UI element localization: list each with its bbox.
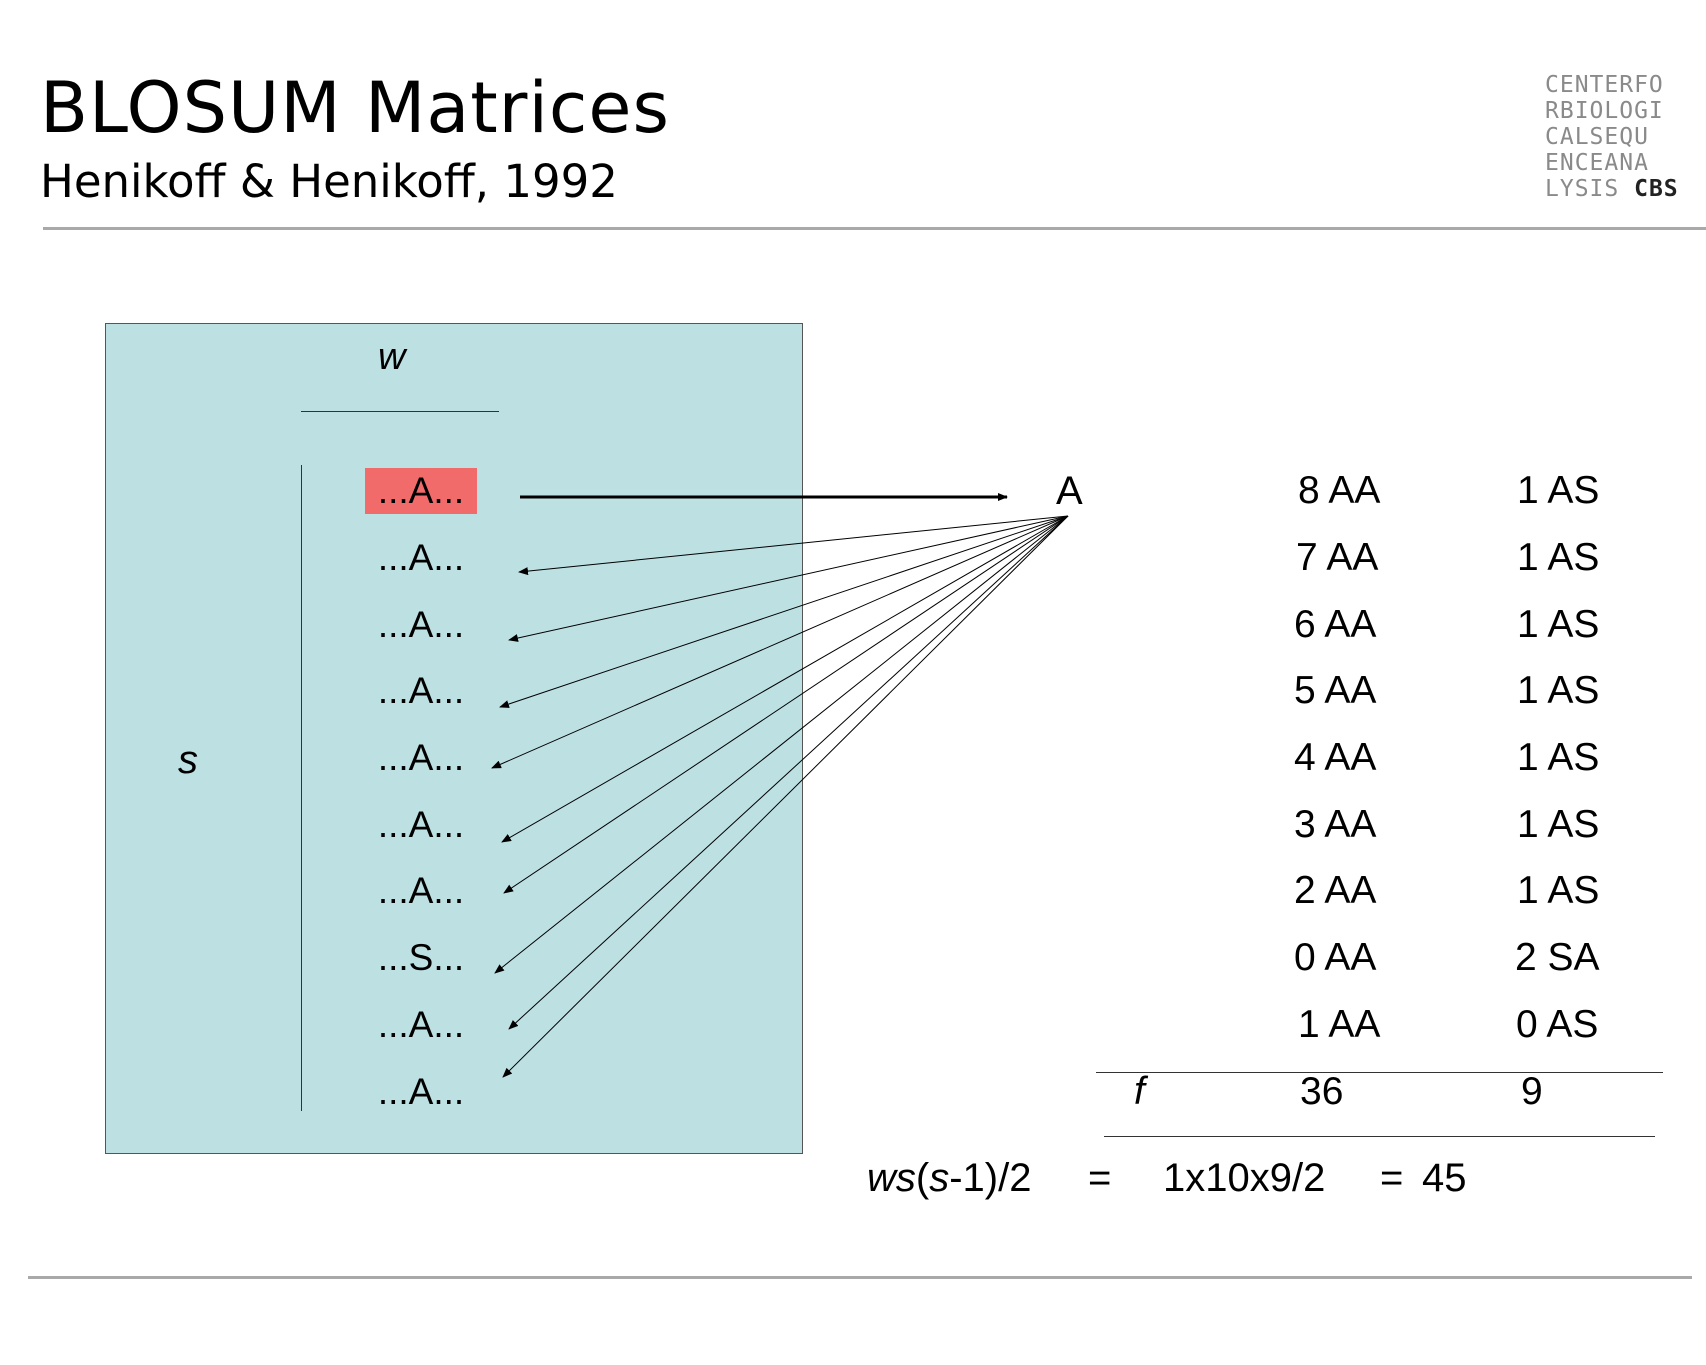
aa-count: 5 AA (1294, 669, 1377, 712)
pair-arrow (518, 515, 1069, 576)
pair-arrow (503, 515, 1069, 894)
totals-divider-bottom (1104, 1136, 1655, 1137)
as-count: 1 AS (1517, 869, 1600, 912)
pair-arrow (508, 515, 1069, 1030)
sequence-row: ...A... (377, 804, 465, 845)
aa-count: 6 AA (1294, 603, 1377, 646)
residue-label: A (1056, 469, 1083, 513)
width-bracket (301, 411, 499, 412)
pair-arrow (508, 515, 1069, 642)
cbs-logo: CENTERFO RBIOLOGI CALSEQU ENCEANA LYSIS … (1545, 72, 1681, 202)
formula-equals: = (1088, 1156, 1112, 1200)
as-count: 0 AS (1516, 1003, 1599, 1046)
sequence-row: ...A... (377, 670, 465, 711)
logo-line-4: ENCEANA (1545, 150, 1649, 176)
pair-arrow (491, 515, 1069, 769)
logo-line-5: LYSIS CBS (1545, 176, 1679, 202)
width-label: w (378, 336, 406, 378)
as-count: 1 AS (1517, 669, 1600, 712)
as-count: 1 AS (1517, 469, 1600, 512)
as-count: 1 AS (1517, 736, 1600, 779)
aa-count: 8 AA (1298, 469, 1381, 512)
frequency-label: f (1134, 1070, 1145, 1113)
formula-expression: 1x10x9/2 (1163, 1156, 1326, 1200)
pair-arrow (502, 515, 1069, 1078)
logo-line-3: CALSEQU (1545, 124, 1649, 150)
pair-count-formula: ws(s-1)/2 (867, 1156, 1032, 1200)
sequence-row: ...A... (377, 1071, 465, 1112)
aa-count: 4 AA (1294, 736, 1377, 779)
aa-count: 3 AA (1294, 803, 1377, 846)
formula-equals: = (1380, 1156, 1404, 1200)
as-count: 1 AS (1517, 603, 1600, 646)
sequence-row: ...A... (377, 537, 465, 578)
alignment-block-panel (105, 323, 803, 1154)
page-subtitle: Henikoff & Henikoff, 1992 (40, 155, 618, 208)
aa-count: 0 AA (1294, 936, 1377, 979)
sequence-row: ...A... (365, 468, 477, 514)
pair-arrow (494, 515, 1069, 974)
totals-divider-top (1096, 1072, 1663, 1073)
aa-count: 2 AA (1294, 869, 1377, 912)
sequence-row: ...A... (377, 1004, 465, 1045)
as-count: 1 AS (1517, 536, 1600, 579)
sequence-row: ...S... (377, 937, 465, 978)
sequences-label: s (178, 738, 198, 782)
logo-line-2: RBIOLOGI (1545, 98, 1664, 124)
sequence-row: ...A... (377, 737, 465, 778)
footer-divider (28, 1276, 1692, 1279)
pair-arrow (499, 515, 1069, 708)
aa-count: 7 AA (1296, 536, 1379, 579)
total-aa: 36 (1300, 1070, 1344, 1113)
formula-result: 45 (1422, 1156, 1467, 1200)
as-count: 2 SA (1515, 936, 1600, 979)
as-count: 1 AS (1517, 803, 1600, 846)
header-divider (43, 227, 1706, 230)
total-as: 9 (1521, 1070, 1543, 1113)
page-title: BLOSUM Matrices (40, 67, 670, 149)
pair-arrow (501, 515, 1069, 843)
sequence-row: ...A... (377, 870, 465, 911)
logo-line-1: CENTERFO (1545, 72, 1664, 98)
sequences-bracket (301, 465, 302, 1111)
sequence-row: ...A... (377, 604, 465, 645)
aa-count: 1 AA (1298, 1003, 1381, 1046)
